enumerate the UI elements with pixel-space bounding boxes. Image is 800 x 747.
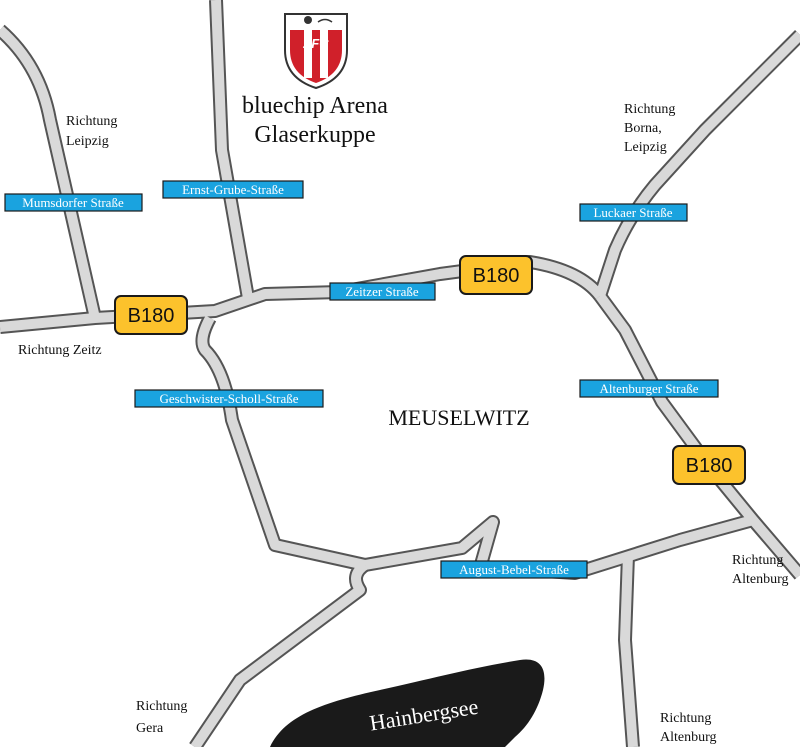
dir-altenburg-s-l2: Altenburg [660, 730, 717, 745]
dir-gera-l2: Gera [136, 721, 164, 736]
dir-borna-l2: Borna, [624, 121, 662, 136]
stadium-name: bluechip Arena [242, 93, 388, 119]
sign-luckaer: Luckaer Straße [579, 203, 688, 222]
dir-gera-l1: Richtung [136, 699, 187, 714]
zfc-logo: ZFC [284, 13, 348, 90]
highway-sign-north: B180 [459, 255, 533, 295]
sign-altenburger: Altenburger Straße [579, 379, 719, 398]
svg-text:Mumsdorfer Straße: Mumsdorfer Straße [22, 195, 124, 210]
svg-text:Geschwister-Scholl-Straße: Geschwister-Scholl-Straße [159, 391, 298, 406]
svg-text:August-Bebel-Straße: August-Bebel-Straße [459, 562, 569, 577]
svg-text:Luckaer Straße: Luckaer Straße [593, 205, 672, 220]
sign-zeitzer: Zeitzer Straße [329, 282, 436, 301]
svg-text:Zeitzer Straße: Zeitzer Straße [345, 284, 418, 299]
svg-text:Ernst-Grube-Straße: Ernst-Grube-Straße [182, 182, 284, 197]
sign-august-bebel: August-Bebel-Straße [440, 560, 588, 579]
dir-borna-l3: Leipzig [624, 140, 667, 155]
sign-mumsdorfer: Mumsdorfer Straße [4, 193, 143, 212]
dir-zeitz: Richtung Zeitz [18, 343, 102, 358]
sign-geschwister-scholl: Geschwister-Scholl-Straße [134, 389, 324, 408]
sign-ernst-grube: Ernst-Grube-Straße [162, 180, 304, 199]
direction-labels: Richtung Leipzig Richtung Zeitz Richtung… [18, 102, 789, 745]
highway-sign-east: B180 [672, 445, 746, 485]
dir-leipzig-l2: Leipzig [66, 134, 109, 149]
lake-hainbergsee [270, 659, 545, 747]
svg-text:B180: B180 [128, 305, 175, 327]
highway-signs: B180 B180 B180 [114, 255, 746, 485]
city-label: MEUSELWITZ [388, 405, 529, 430]
svg-text:B180: B180 [686, 455, 733, 477]
stadium-sub: Glaserkuppe [254, 122, 375, 148]
dir-altenburg-e-l2: Altenburg [732, 572, 789, 587]
street-signs: Mumsdorfer Straße Ernst-Grube-Straße Zei… [4, 180, 719, 579]
svg-text:B180: B180 [473, 265, 520, 287]
logo-text: ZFC [302, 36, 329, 51]
dir-borna-l1: Richtung [624, 102, 675, 117]
dir-leipzig-l1: Richtung [66, 114, 117, 129]
highway-sign-west: B180 [114, 295, 188, 335]
svg-text:Altenburger Straße: Altenburger Straße [599, 381, 698, 396]
dir-altenburg-e-l1: Richtung [732, 553, 783, 568]
dir-altenburg-s-l1: Richtung [660, 711, 711, 726]
